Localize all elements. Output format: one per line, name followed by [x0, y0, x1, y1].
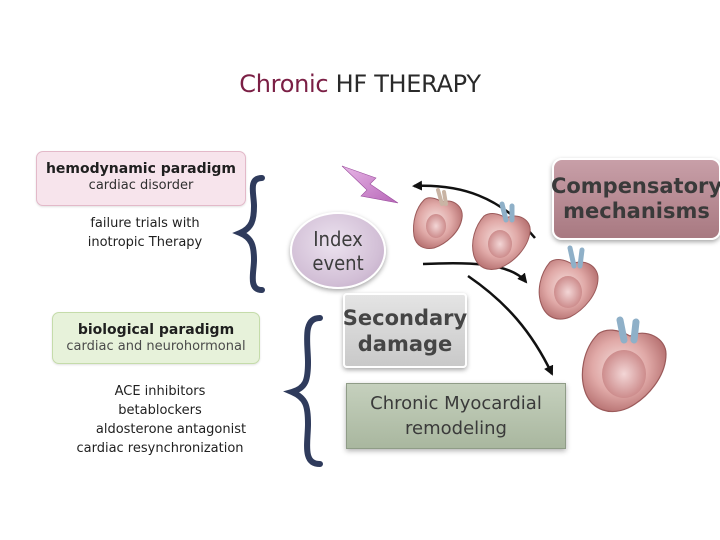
arrow-icon	[467, 274, 554, 376]
secondary-damage-node: Secondary damage	[343, 293, 467, 368]
heart-icon	[413, 188, 463, 249]
hemodynamic-notes: failure trials with inotropic Therapy	[60, 214, 230, 252]
biological-note: aldosterone antagonist	[95, 422, 247, 437]
biological-paradigm-box: biological paradigm cardiac and neurohor…	[52, 312, 260, 364]
title-rest: HF THERAPY	[335, 70, 481, 98]
chronic-remodeling-node: Chronic Myocardial remodeling	[346, 383, 566, 449]
hemodynamic-paradigm-box: hemodynamic paradigm cardiac disorder	[36, 151, 246, 206]
hemodynamic-heading: hemodynamic paradigm	[45, 161, 237, 177]
biological-heading: biological paradigm	[77, 322, 235, 338]
hemodynamic-note: failure trials with	[90, 216, 200, 231]
arrow-icon	[341, 165, 399, 204]
page-title: Chronic HF THERAPY	[0, 70, 720, 98]
left-brace-icon	[283, 315, 323, 467]
left-brace-icon	[232, 175, 265, 293]
biological-note: ACE inhibitors	[114, 384, 206, 399]
title-accent: Chronic	[239, 70, 329, 98]
biological-subtitle: cardiac and neurohormonal	[66, 339, 246, 354]
heart-icon	[581, 316, 667, 413]
index-event-node: Index event	[290, 212, 386, 289]
hemodynamic-subtitle: cardiac disorder	[88, 178, 194, 193]
biological-notes: ACE inhibitors betablockers aldosterone …	[60, 382, 260, 458]
biological-note: cardiac resynchronization	[76, 441, 244, 456]
biological-note: betablockers	[118, 403, 202, 418]
heart-icon	[538, 245, 599, 320]
compensatory-mechanisms-node: Compensatory mechanisms	[551, 158, 720, 240]
hemodynamic-note: inotropic Therapy	[87, 235, 203, 250]
heart-icon	[472, 201, 531, 270]
